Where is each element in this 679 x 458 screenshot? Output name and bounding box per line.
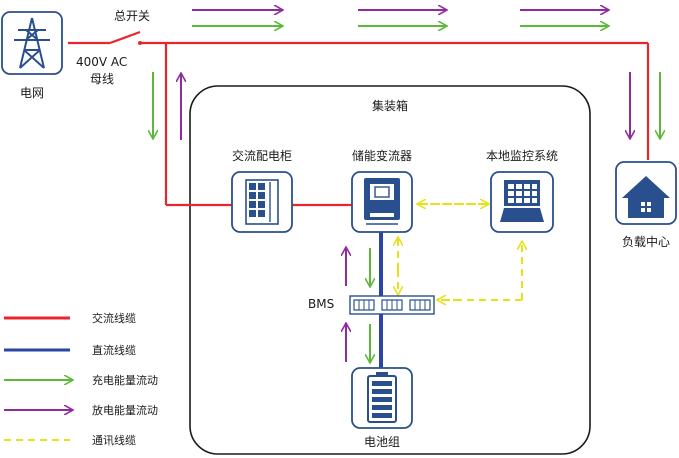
legend-dc-label: 直流线缆 [92,343,136,357]
switch-contact [138,41,142,45]
pcs-node: 储能变流器 [351,148,413,233]
container-label: 集装箱 [372,98,408,113]
monitor-computer-icon [500,180,544,222]
grid-label: 电网 [20,86,44,100]
inverter-icon [364,178,400,225]
monitor-node: 本地监控系统 [486,149,558,233]
legend-discharge-label: 放电能量流动 [92,403,158,417]
legend: 交流线缆 直流线缆 充电能量流动 放电能量流动 通讯线缆 [4,311,158,447]
house-icon [622,176,670,218]
dc-flow-arrows [346,248,370,362]
main-switch-label: 总开关 [114,9,150,23]
load-node: 负载中心 [615,161,677,249]
transmission-tower-icon [14,17,50,69]
grid-icon-frame [1,11,63,75]
pcs-label: 储能变流器 [352,148,412,163]
ac-lines [68,30,650,207]
bus-label-line2: 母线 [90,72,114,86]
grid-node: 电网 [1,11,63,100]
battery-node: 电池组 [351,367,413,449]
legend-charge-label: 充电能量流动 [92,373,158,387]
monitor-label: 本地监控系统 [486,149,558,163]
legend-ac-label: 交流线缆 [92,311,136,325]
container-box [189,85,591,455]
top-flow-arrows [192,10,608,26]
bms-module-icon [349,295,435,315]
load-label: 负载中心 [622,234,670,249]
comm-lines [398,204,522,300]
bus-label-line1: 400V AC [76,55,127,69]
electrical-cabinet-icon [245,179,279,225]
ac-cabinet-label: 交流配电柜 [232,148,292,163]
bus-flow-arrows [153,72,660,140]
legend-comm-label: 通讯线缆 [92,433,136,447]
battery-icon [367,372,397,423]
bms-node: BMS [308,295,435,315]
bms-label: BMS [308,297,334,311]
battery-label: 电池组 [364,435,400,449]
ac-cabinet-node: 交流配电柜 [231,148,293,233]
